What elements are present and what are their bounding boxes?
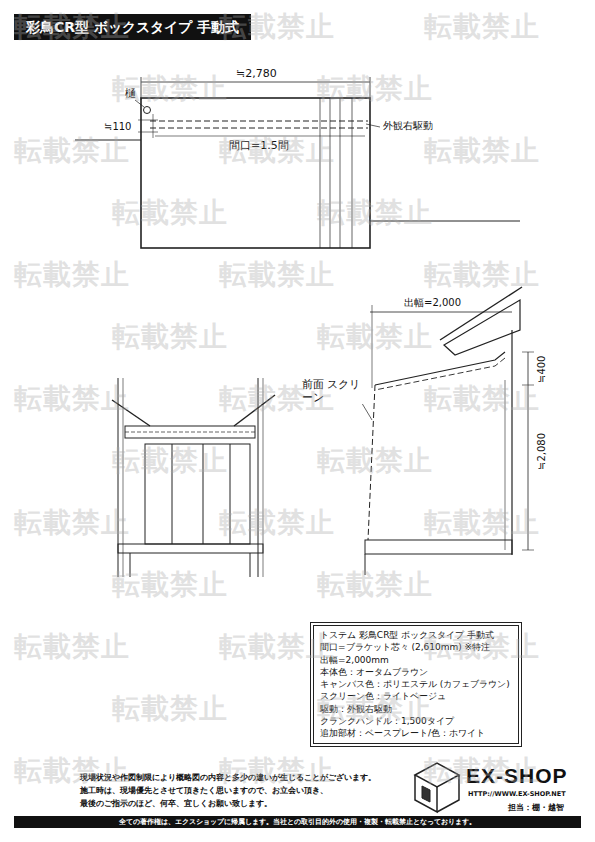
spec-line: 本体色：オータムブラウン <box>320 666 512 678</box>
spec-line: 間口=ブラケット芯々 (2,610mm) ※特注 <box>320 641 512 653</box>
watermark: 転載禁止 <box>317 566 433 604</box>
spec-line: クランクハンドル：1,500タイプ <box>320 715 512 727</box>
watermark: 転載禁止 <box>219 256 335 294</box>
note-text: 現場状況や作図制限により概略図の内容と多少の違いが生じることがございます。 <box>80 773 376 783</box>
dimension-text: 間口=1.5間 <box>229 140 289 153</box>
watermark: 転載禁止 <box>317 194 433 232</box>
watermark: 転載禁止 <box>14 256 130 294</box>
watermark: 転載禁止 <box>424 256 540 294</box>
watermark: 転載禁止 <box>317 70 433 108</box>
logo-url: HTTP://WWW.EX-SHOP.NET <box>468 791 566 798</box>
note-text: 最後のご指示のほど、何卒、宜しくお願い致します。 <box>80 799 272 809</box>
watermark: 転載禁止 <box>317 442 433 480</box>
watermark: 転載禁止 <box>219 752 335 790</box>
spec-box: トステム 彩鳥CR型 ボックスタイプ 手動式間口=ブラケット芯々 (2,610m… <box>313 625 519 744</box>
watermark: 転載禁止 <box>14 132 130 170</box>
watermark: 転載禁止 <box>14 504 130 542</box>
watermark: 転載禁止 <box>424 504 540 542</box>
footer-bar: 全ての著作権は、エクスショップに帰属します。当社との取引目的外の使用・複製・転載… <box>14 816 581 828</box>
dimension-text: 出幅=2,000 <box>404 297 461 309</box>
spec-line: キャンバス色：ポリエステル (カフェブラウン) <box>320 678 512 690</box>
watermark: 転載禁止 <box>112 442 228 480</box>
dimension-text: ≒400 <box>536 356 548 383</box>
watermark: 転載禁止 <box>424 8 540 46</box>
watermark: 転載禁止 <box>424 380 540 418</box>
spec-line: 追加部材：ベースプレート/色：ホワイト <box>320 727 512 739</box>
watermark: 転載禁止 <box>14 628 130 666</box>
spec-line: 出幅=2,000mm <box>320 654 512 666</box>
watermark: 転載禁止 <box>112 690 228 728</box>
copyright-note: 全ての著作権は、エクスショップに帰属します。当社との取引目的外の使用・複製・転載… <box>18 816 577 828</box>
watermark: 転載禁止 <box>112 566 228 604</box>
staff-name: 担当：棚・越智 <box>508 803 564 812</box>
part-name: 樋 <box>125 88 136 101</box>
note-text: 施工時は、現場優先とさせて頂きたく思いますので、お立会い頂き、 <box>80 786 328 796</box>
logo-text: EX-SHOP <box>466 764 568 788</box>
dimension-text: ≒2,780 <box>236 68 277 81</box>
watermark: 転載禁止 <box>219 504 335 542</box>
watermark: 転載禁止 <box>112 318 228 356</box>
watermark: 転載禁止 <box>317 318 433 356</box>
spec-heading: トステム 彩鳥CR型 ボックスタイプ 手動式 <box>320 629 512 641</box>
spec-line: 駆動：外観右駆動 <box>320 703 512 715</box>
watermark: 転載禁止 <box>112 194 228 232</box>
watermark: 転載禁止 <box>424 132 540 170</box>
part-name: 前面 スクリーン <box>302 378 364 404</box>
watermark: 転載禁止 <box>14 380 130 418</box>
title-band: 彩鳥CR型 ボックスタイプ 手動式 <box>14 14 251 40</box>
watermark: 転載禁止 <box>14 752 130 790</box>
part-name: 外観右駆動 <box>383 120 433 132</box>
dimension-text: ≒2,080 <box>536 433 548 470</box>
dimension-text: ≒110 <box>104 121 131 133</box>
spec-line: スクリーン色：ライトベージュ <box>320 690 512 702</box>
